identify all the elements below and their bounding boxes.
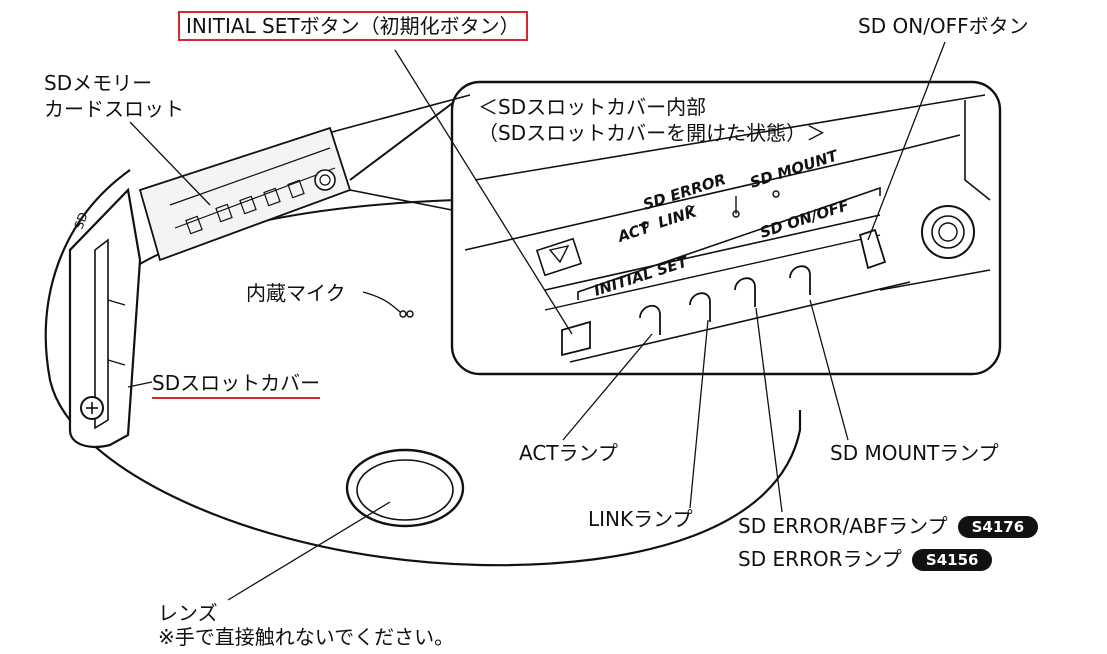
badge-s4176: S4176 xyxy=(957,516,1039,538)
camera-body-outline xyxy=(44,169,802,567)
label-sd-mount-lamp: SD MOUNTランプ xyxy=(830,441,999,465)
lens-inner xyxy=(356,459,454,521)
slot-housing-small xyxy=(138,126,352,262)
label-sd-error-lamp: SD ERRORランプ S4156 xyxy=(738,546,993,572)
label-act-lamp: ACTランプ xyxy=(519,441,618,465)
label-sd-slot-cover: SDスロットカバー xyxy=(152,370,321,399)
sd-slot-cover-flap xyxy=(68,187,142,448)
lens-outer xyxy=(345,448,465,528)
slot-small-onoff xyxy=(314,169,336,191)
label-initial-set-button: INITIAL SETボタン（初期化ボタン） xyxy=(178,11,528,41)
label-cover-inside-2: （SDスロットカバーを開けた状態）＞ xyxy=(478,121,827,145)
label-sd-error-abf-text: SD ERROR/ABFランプ xyxy=(738,514,948,538)
cover-emblem: SD xyxy=(72,210,91,231)
label-sd-error-text: SD ERRORランプ xyxy=(738,547,902,571)
label-builtin-mic: 内蔵マイク xyxy=(246,281,346,305)
label-cover-inside-1: ＜SDスロットカバー内部 xyxy=(478,95,707,119)
label-link-lamp: LINKランプ xyxy=(588,507,693,531)
label-sd-onoff-button: SD ON/OFFボタン xyxy=(858,14,1029,38)
label-sd-card-slot-1: SDメモリー xyxy=(44,71,153,95)
badge-s4156: S4156 xyxy=(911,549,993,571)
label-sd-card-slot-2: カードスロット xyxy=(44,97,184,121)
sd-slot-cover-inner xyxy=(94,238,109,430)
slot-small-buttons xyxy=(185,179,305,235)
label-lens-note: ※手で直接触れないでください。 xyxy=(158,625,455,649)
magnified-panel-frame xyxy=(450,80,1002,376)
builtin-mic-holes xyxy=(399,310,414,318)
label-lens: レンズ xyxy=(158,601,218,625)
magnified-slot-interior xyxy=(464,94,991,363)
leader-lines xyxy=(127,41,946,601)
label-sd-error-abf-lamp: SD ERROR/ABFランプ S4176 xyxy=(738,513,1039,539)
